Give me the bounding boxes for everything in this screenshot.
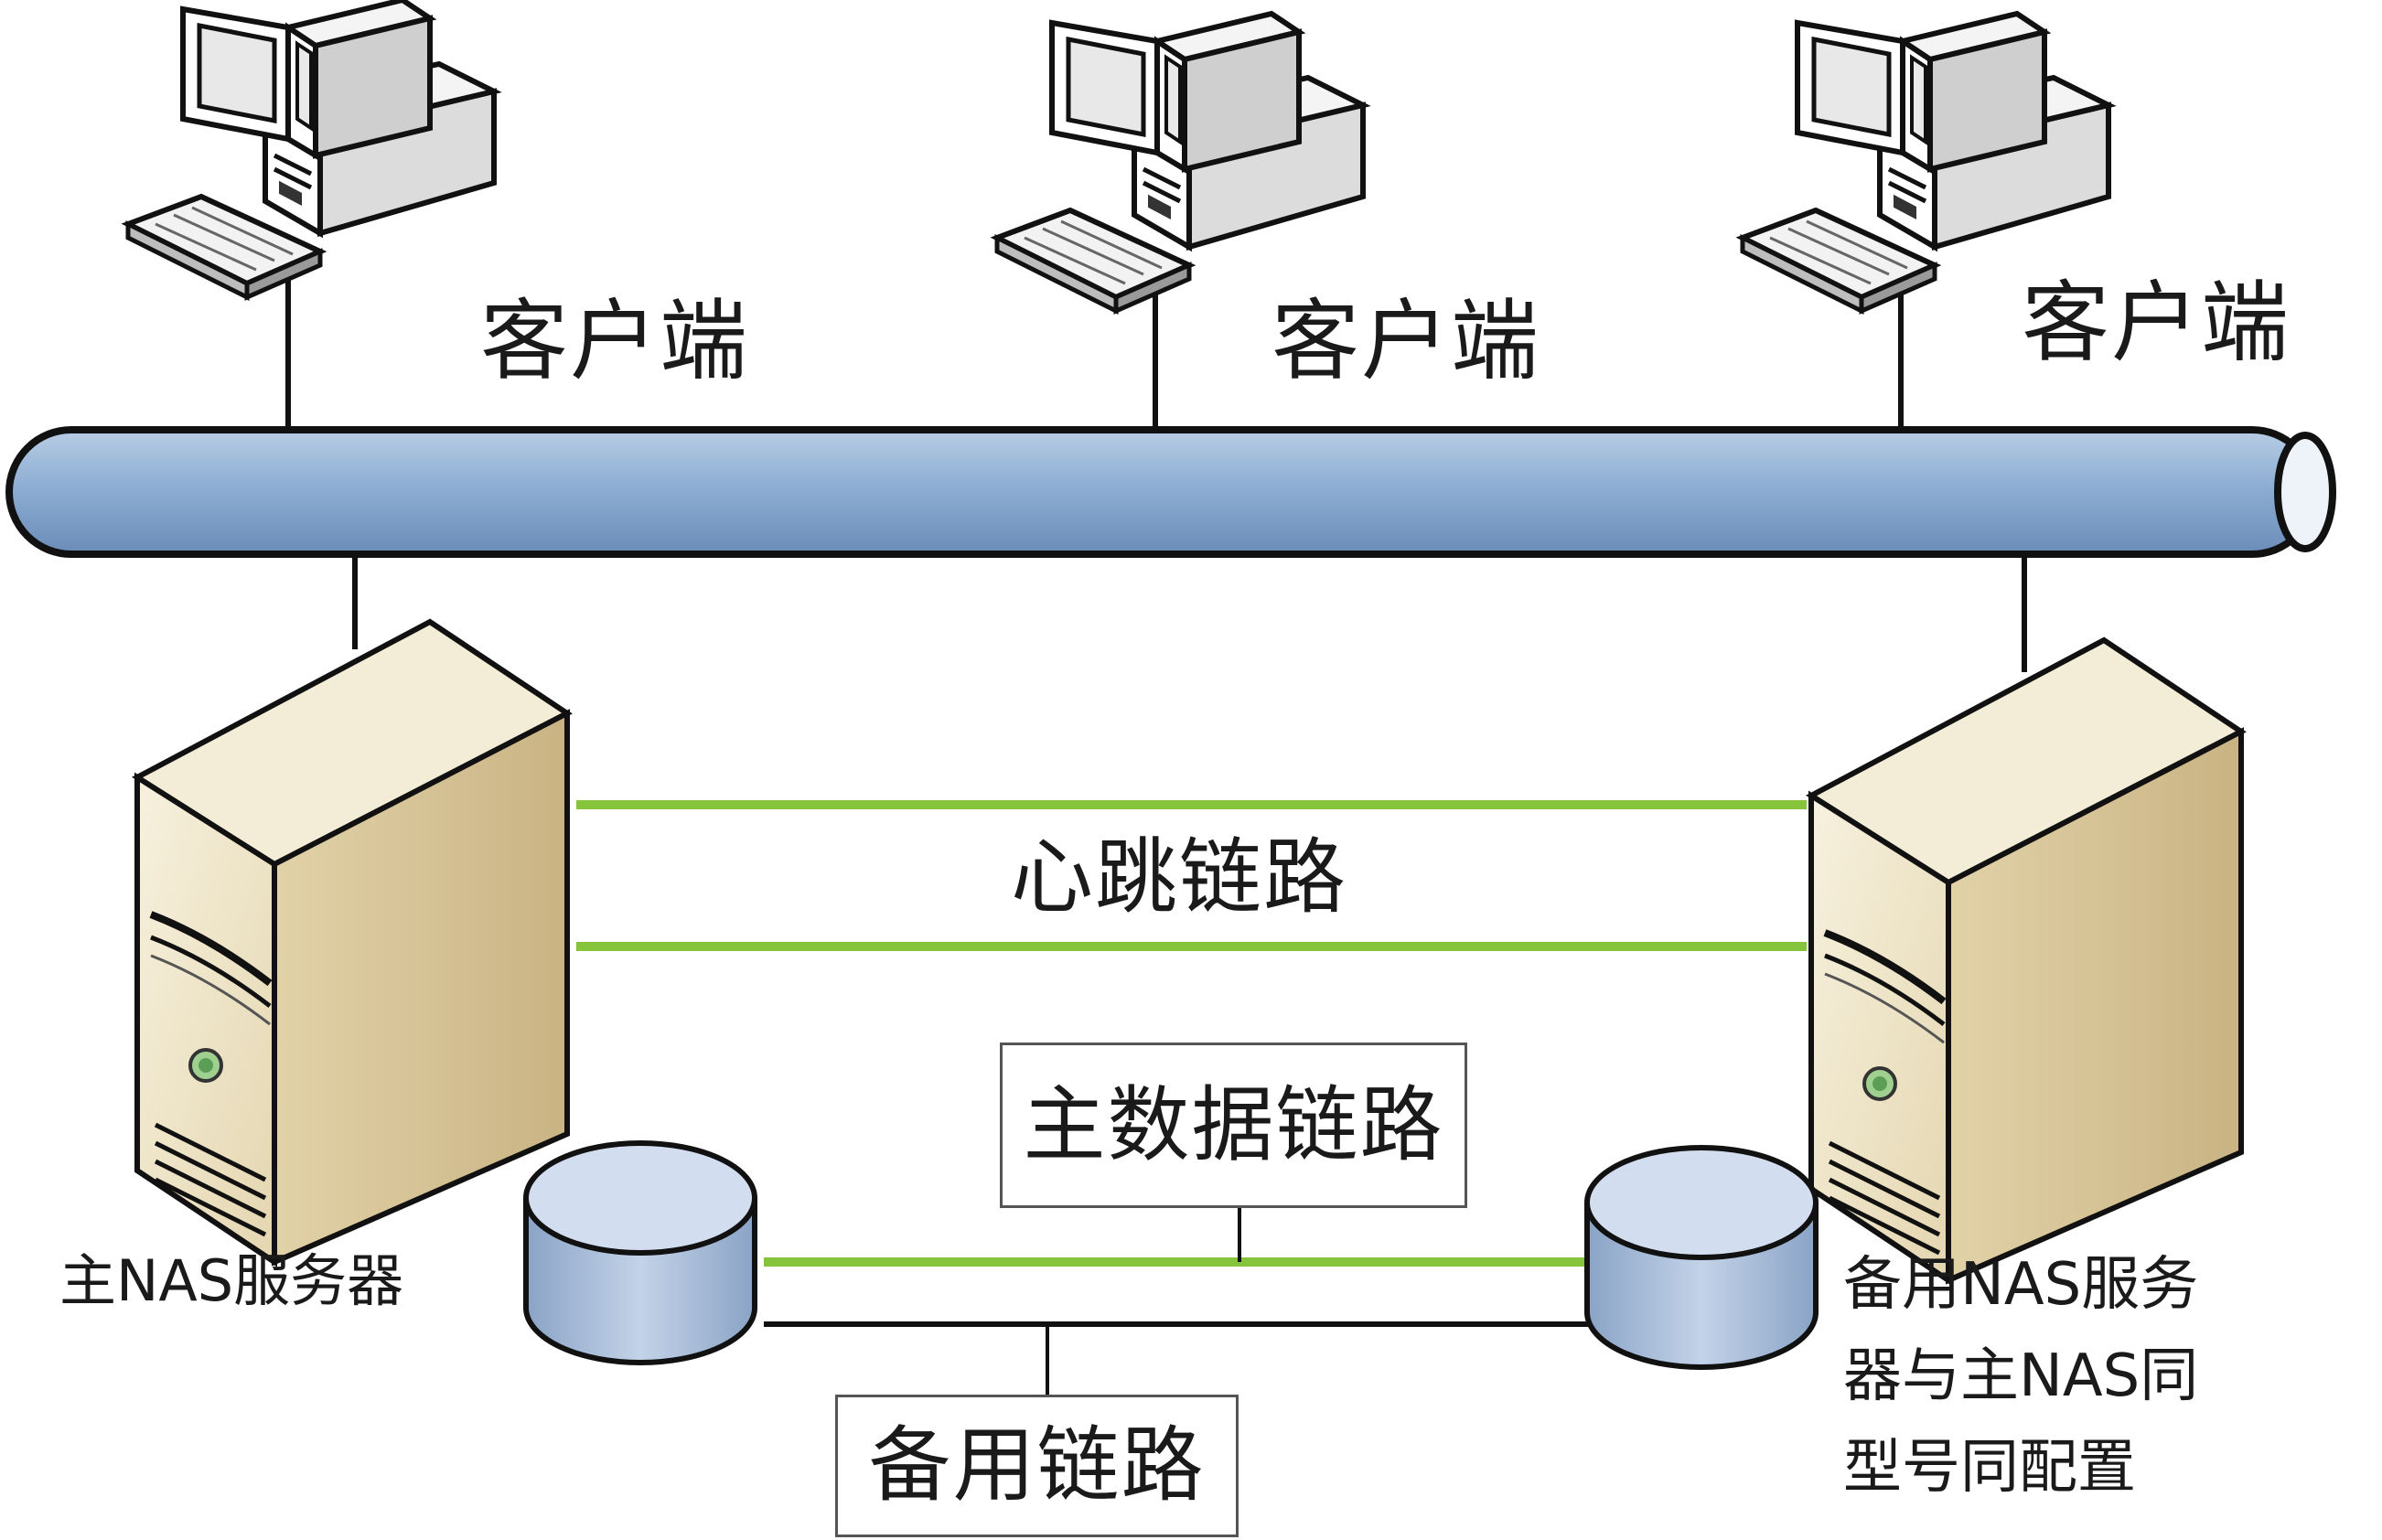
backup-link-box: 备用链路 xyxy=(835,1395,1239,1537)
primary-data-link-label: 主数据链路 xyxy=(1023,1076,1444,1173)
backup-disk xyxy=(1587,1148,1816,1367)
client-computer-3 xyxy=(1743,14,2108,311)
client-computer-2 xyxy=(997,14,1363,311)
client-computer-1 xyxy=(128,0,494,297)
heartbeat-link-label: 心跳链路 xyxy=(1011,829,1347,925)
primary-server-label: 主NAS服务器 xyxy=(59,1247,404,1314)
primary-disk xyxy=(526,1143,755,1363)
backup-nas-server xyxy=(1811,640,2241,1280)
network-bus xyxy=(5,426,2336,558)
backup-link-label: 备用链路 xyxy=(868,1417,1206,1513)
client-label-2: 客户端 xyxy=(1271,290,1540,392)
client-label-1: 客户端 xyxy=(480,290,749,392)
client-label-3: 客户端 xyxy=(2022,272,2291,374)
primary-data-link-box: 主数据链路 xyxy=(1000,1043,1467,1208)
backup-server-label: 备用NAS服务器与主NAS同型号同配置 xyxy=(1843,1251,2199,1502)
primary-nas-server xyxy=(137,622,567,1262)
